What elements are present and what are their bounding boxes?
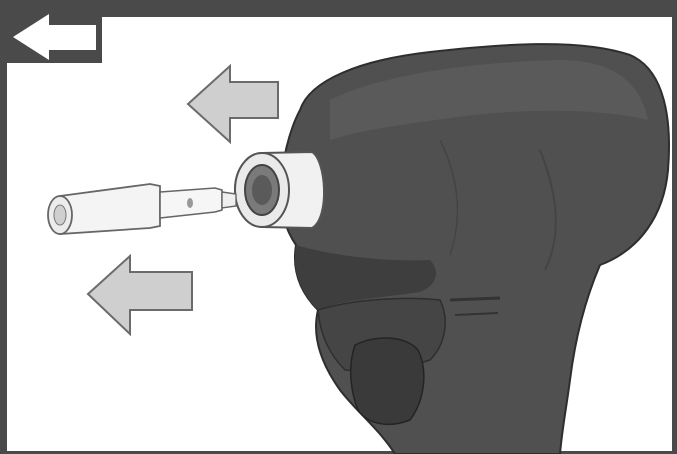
direction-arrow-lower bbox=[88, 256, 192, 334]
driver-bit bbox=[48, 184, 236, 234]
direction-arrow-upper bbox=[188, 66, 278, 142]
chuck-collar bbox=[235, 152, 324, 228]
tool-body bbox=[281, 44, 669, 454]
